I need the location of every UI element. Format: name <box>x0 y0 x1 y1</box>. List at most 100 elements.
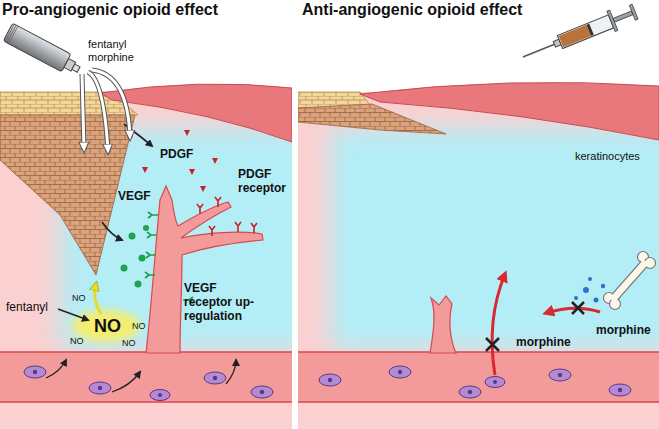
block-mark <box>572 302 584 314</box>
bone-marrow-cells-part <box>583 287 589 293</box>
cell-nuclei-part <box>558 373 562 377</box>
blood-vessel <box>0 352 292 402</box>
pdgf-molecules-part <box>189 169 195 175</box>
ointment-tube <box>3 23 83 78</box>
pdgf-receptors-part <box>251 223 257 233</box>
endothelial-cells-part <box>24 366 46 378</box>
keratinocyte-to-vegf-arrow <box>102 222 122 240</box>
blood-vessel-part <box>298 351 659 353</box>
molecule-label: NO <box>94 316 121 337</box>
endothelial-cells-part <box>485 377 505 388</box>
panel-heading: Pro-angiogenic opioid effect <box>2 1 218 19</box>
pdgf-molecules-part <box>200 186 206 192</box>
bone-part <box>614 264 644 298</box>
blood-vessel-part <box>298 352 659 402</box>
drug-label: fentanyl morphine <box>88 38 144 63</box>
pdgf-molecules <box>142 130 218 192</box>
molecule-label: NO <box>70 336 84 346</box>
cell-nuclei-part <box>328 378 332 382</box>
vegf-receptors-part <box>147 232 157 238</box>
right-panel <box>298 82 659 429</box>
blood-vessel <box>298 352 659 402</box>
white-arrows-part <box>92 70 130 138</box>
bone-marrow-cells-part <box>594 298 599 303</box>
vegf-receptors-part <box>146 252 156 258</box>
cell-migration-arrows-part <box>112 372 140 392</box>
cell-label: keratinocytes <box>575 150 640 163</box>
molecule-label: NO <box>132 321 146 331</box>
factor-label: VEGF <box>118 190 151 204</box>
block-mark <box>486 338 499 351</box>
syringe <box>519 1 639 67</box>
cell-nuclei <box>328 370 622 394</box>
cell-migration-arrows <box>46 360 236 392</box>
ointment-tube-part <box>3 23 71 72</box>
vegf-molecules-part <box>139 255 146 262</box>
pdgf-receptors <box>197 197 257 236</box>
left-panel <box>0 84 292 429</box>
syringe-part <box>559 25 591 47</box>
endothelial-cells-part <box>389 366 411 378</box>
drug-label: morphine <box>516 336 571 350</box>
endothelial-cells-part <box>251 386 273 398</box>
endothelial-cells-part <box>549 369 571 381</box>
receptor-label: VEGF receptor up-regulation <box>184 282 268 323</box>
molecule-label: NO <box>122 338 136 348</box>
white-arrows-part <box>92 70 130 138</box>
pdgf-receptors-part <box>197 204 203 214</box>
vegf-receptors-part <box>145 272 155 278</box>
endothelial-cells-part <box>89 382 111 394</box>
cell-nuclei-part <box>33 370 37 374</box>
drug-label: morphine <box>596 324 651 338</box>
bone-part <box>614 264 644 298</box>
vegf-molecules-part <box>129 233 136 240</box>
syringe-part <box>557 15 613 49</box>
cell-migration-arrows-part <box>46 360 66 378</box>
vegf-molecules <box>121 225 150 288</box>
syringe-part <box>629 4 638 20</box>
vegf-molecules-part <box>121 265 128 272</box>
panel-heading: Anti-angiogenic opioid effect <box>302 1 522 19</box>
drug-label: fentanyl <box>6 301 48 315</box>
blocked-migration-arrow <box>492 274 505 375</box>
cell-nuclei-part <box>158 393 162 397</box>
bone-marrow-cells-part <box>601 284 605 288</box>
endothelial-cells-part <box>459 386 481 398</box>
endothelial-cells <box>24 366 273 401</box>
pdgf-molecules-part <box>142 167 148 173</box>
cell-migration-arrows-part <box>226 360 236 384</box>
pdgf-receptors-part <box>209 226 215 236</box>
receptor-label: PDGF receptor <box>238 168 296 196</box>
pdgf-molecules-part <box>212 158 218 164</box>
bone-marrow-cells <box>574 277 605 303</box>
vessel-stub <box>430 296 456 353</box>
syringe-part <box>523 44 555 57</box>
white-arrows-part <box>88 72 108 152</box>
bone-marrow-cells-part <box>574 296 578 300</box>
white-arrows-part <box>82 74 84 150</box>
endothelial-cells-part <box>609 384 631 396</box>
cell-nuclei-part <box>493 380 497 384</box>
blood-vessel-part <box>0 401 292 403</box>
cell-nuclei <box>33 370 264 397</box>
factor-label: PDGF <box>160 148 193 162</box>
endothelial-cells <box>319 366 631 398</box>
blood-vessel-part <box>298 401 659 403</box>
white-arrows <box>82 70 130 152</box>
vegf-molecules-part <box>143 225 149 231</box>
fentanyl-to-no-arrow <box>58 309 88 320</box>
ointment-tube-part <box>5 24 18 44</box>
keratinocytes <box>298 104 446 134</box>
endothelial-cells-part <box>204 372 226 384</box>
vegf-receptors-part <box>148 212 158 218</box>
bone-marrow-cells-part <box>588 277 592 281</box>
endothelial-cells-part <box>319 374 341 386</box>
endothelial-cells-part <box>150 390 170 401</box>
cell-nuclei-part <box>260 390 264 394</box>
molecule-label: NO <box>72 293 86 303</box>
cell-nuclei-part <box>398 370 402 374</box>
blood-vessel-part <box>0 352 292 402</box>
vessel-sprout <box>146 186 263 353</box>
syringe-part <box>586 24 593 36</box>
